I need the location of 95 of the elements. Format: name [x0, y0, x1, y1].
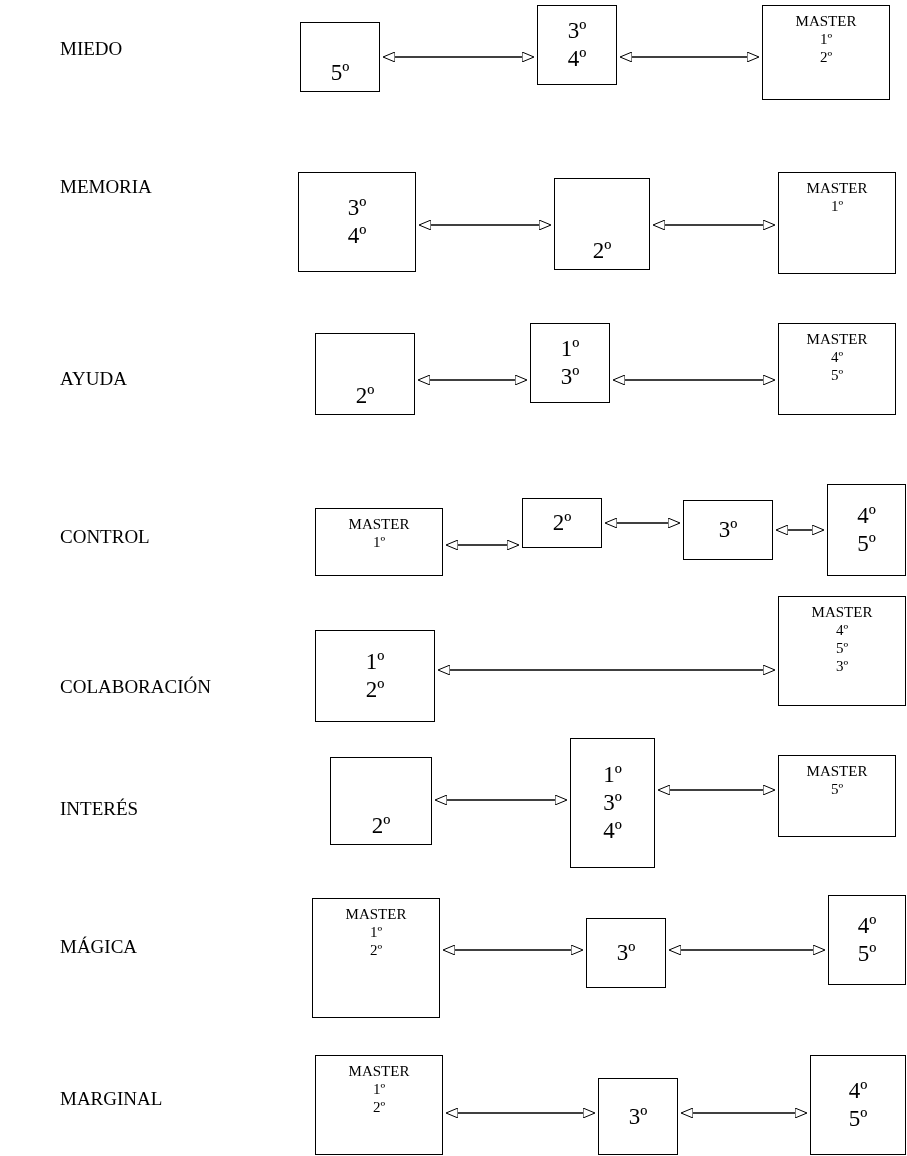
double-arrow — [418, 219, 552, 231]
box-text: MASTER — [806, 330, 868, 348]
rank-box — [683, 500, 773, 560]
double-arrow — [445, 539, 520, 551]
box-text: 4º — [347, 222, 367, 250]
rank-box — [778, 755, 896, 837]
rank-box — [315, 1055, 443, 1155]
double-arrow — [680, 1107, 808, 1119]
box-text: 3º — [560, 363, 580, 391]
rank-box — [778, 323, 896, 415]
box-text: 1º — [372, 1080, 386, 1098]
box-text: 1º — [365, 648, 385, 676]
rank-box — [315, 630, 435, 722]
rank-box — [827, 484, 906, 576]
box-text: MASTER — [345, 905, 407, 923]
rank-box — [554, 178, 650, 270]
row-label: AYUDA — [60, 368, 127, 390]
box-text: 3º — [718, 516, 738, 544]
row-label: MARGINAL — [60, 1088, 163, 1110]
rank-box — [315, 508, 443, 576]
box-text: 5º — [857, 530, 876, 558]
rank-box — [586, 918, 666, 988]
box-text: 3º — [628, 1102, 648, 1131]
row-label: CONTROL — [60, 526, 150, 548]
rank-box — [522, 498, 602, 548]
box-text: MASTER — [348, 1062, 410, 1080]
row-label: COLABORACIÓN — [60, 676, 211, 698]
box-text: 2º — [819, 48, 833, 66]
rank-box — [598, 1078, 678, 1155]
box-text: 4º — [603, 817, 622, 845]
rank-box — [778, 596, 906, 706]
box-text: 4º — [835, 621, 849, 639]
double-arrow — [775, 524, 825, 536]
double-arrow — [668, 944, 826, 956]
rank-box — [828, 895, 906, 985]
box-text: 2º — [355, 382, 375, 410]
row-label: MEMORIA — [60, 176, 152, 198]
row-label: INTERÉS — [60, 798, 139, 820]
row-label: MÁGICA — [60, 936, 138, 958]
box-text: 2º — [552, 509, 572, 537]
box-text: 5º — [830, 366, 844, 384]
rank-box — [778, 172, 896, 274]
rank-box — [810, 1055, 906, 1155]
box-text: 1º — [372, 533, 386, 551]
rank-box — [312, 898, 440, 1018]
rank-box — [300, 22, 380, 92]
row-label: MIEDO — [60, 38, 123, 60]
rank-box — [537, 5, 617, 85]
double-arrow — [657, 784, 776, 796]
box-text: 1º — [560, 335, 580, 363]
box-text: 1º — [369, 923, 383, 941]
box-text: 2º — [592, 237, 612, 265]
box-text: MASTER — [811, 603, 873, 621]
box-text: 1º — [603, 761, 622, 789]
rank-box — [570, 738, 655, 868]
box-text: 5º — [830, 780, 844, 798]
box-text: 3º — [616, 939, 636, 967]
double-arrow — [604, 517, 681, 529]
box-text: 4º — [857, 912, 877, 940]
box-text: 5º — [330, 59, 350, 87]
rank-box — [330, 757, 432, 845]
double-arrow — [434, 794, 568, 806]
double-arrow — [382, 51, 535, 63]
box-text: 5º — [857, 940, 877, 968]
box-text: 3º — [603, 789, 622, 817]
double-arrow — [619, 51, 760, 63]
box-text: 3º — [567, 17, 587, 45]
double-arrow — [417, 374, 528, 386]
box-text: 2º — [371, 812, 391, 840]
box-text: 2º — [365, 676, 385, 704]
box-text: MASTER — [806, 762, 868, 780]
rank-box — [315, 333, 415, 415]
double-arrow — [652, 219, 776, 231]
box-text: MASTER — [795, 12, 857, 30]
box-text: 4º — [567, 45, 587, 73]
double-arrow — [445, 1107, 596, 1119]
box-text: 5º — [848, 1105, 868, 1133]
box-text: 3º — [347, 194, 367, 222]
box-text: MASTER — [806, 179, 868, 197]
double-arrow — [612, 374, 776, 386]
box-text: 5º — [835, 639, 849, 657]
double-arrow — [437, 664, 776, 676]
rank-box — [762, 5, 890, 100]
rank-box — [530, 323, 610, 403]
rank-box — [298, 172, 416, 272]
box-text: 1º — [819, 30, 833, 48]
box-text: 2º — [369, 941, 383, 959]
box-text: 1º — [830, 197, 844, 215]
box-text: 3º — [835, 657, 849, 675]
box-text: 4º — [830, 348, 844, 366]
box-text: 2º — [372, 1098, 386, 1116]
box-text: 4º — [857, 502, 876, 530]
box-text: 4º — [848, 1077, 868, 1105]
box-text: MASTER — [348, 515, 410, 533]
double-arrow — [442, 944, 584, 956]
